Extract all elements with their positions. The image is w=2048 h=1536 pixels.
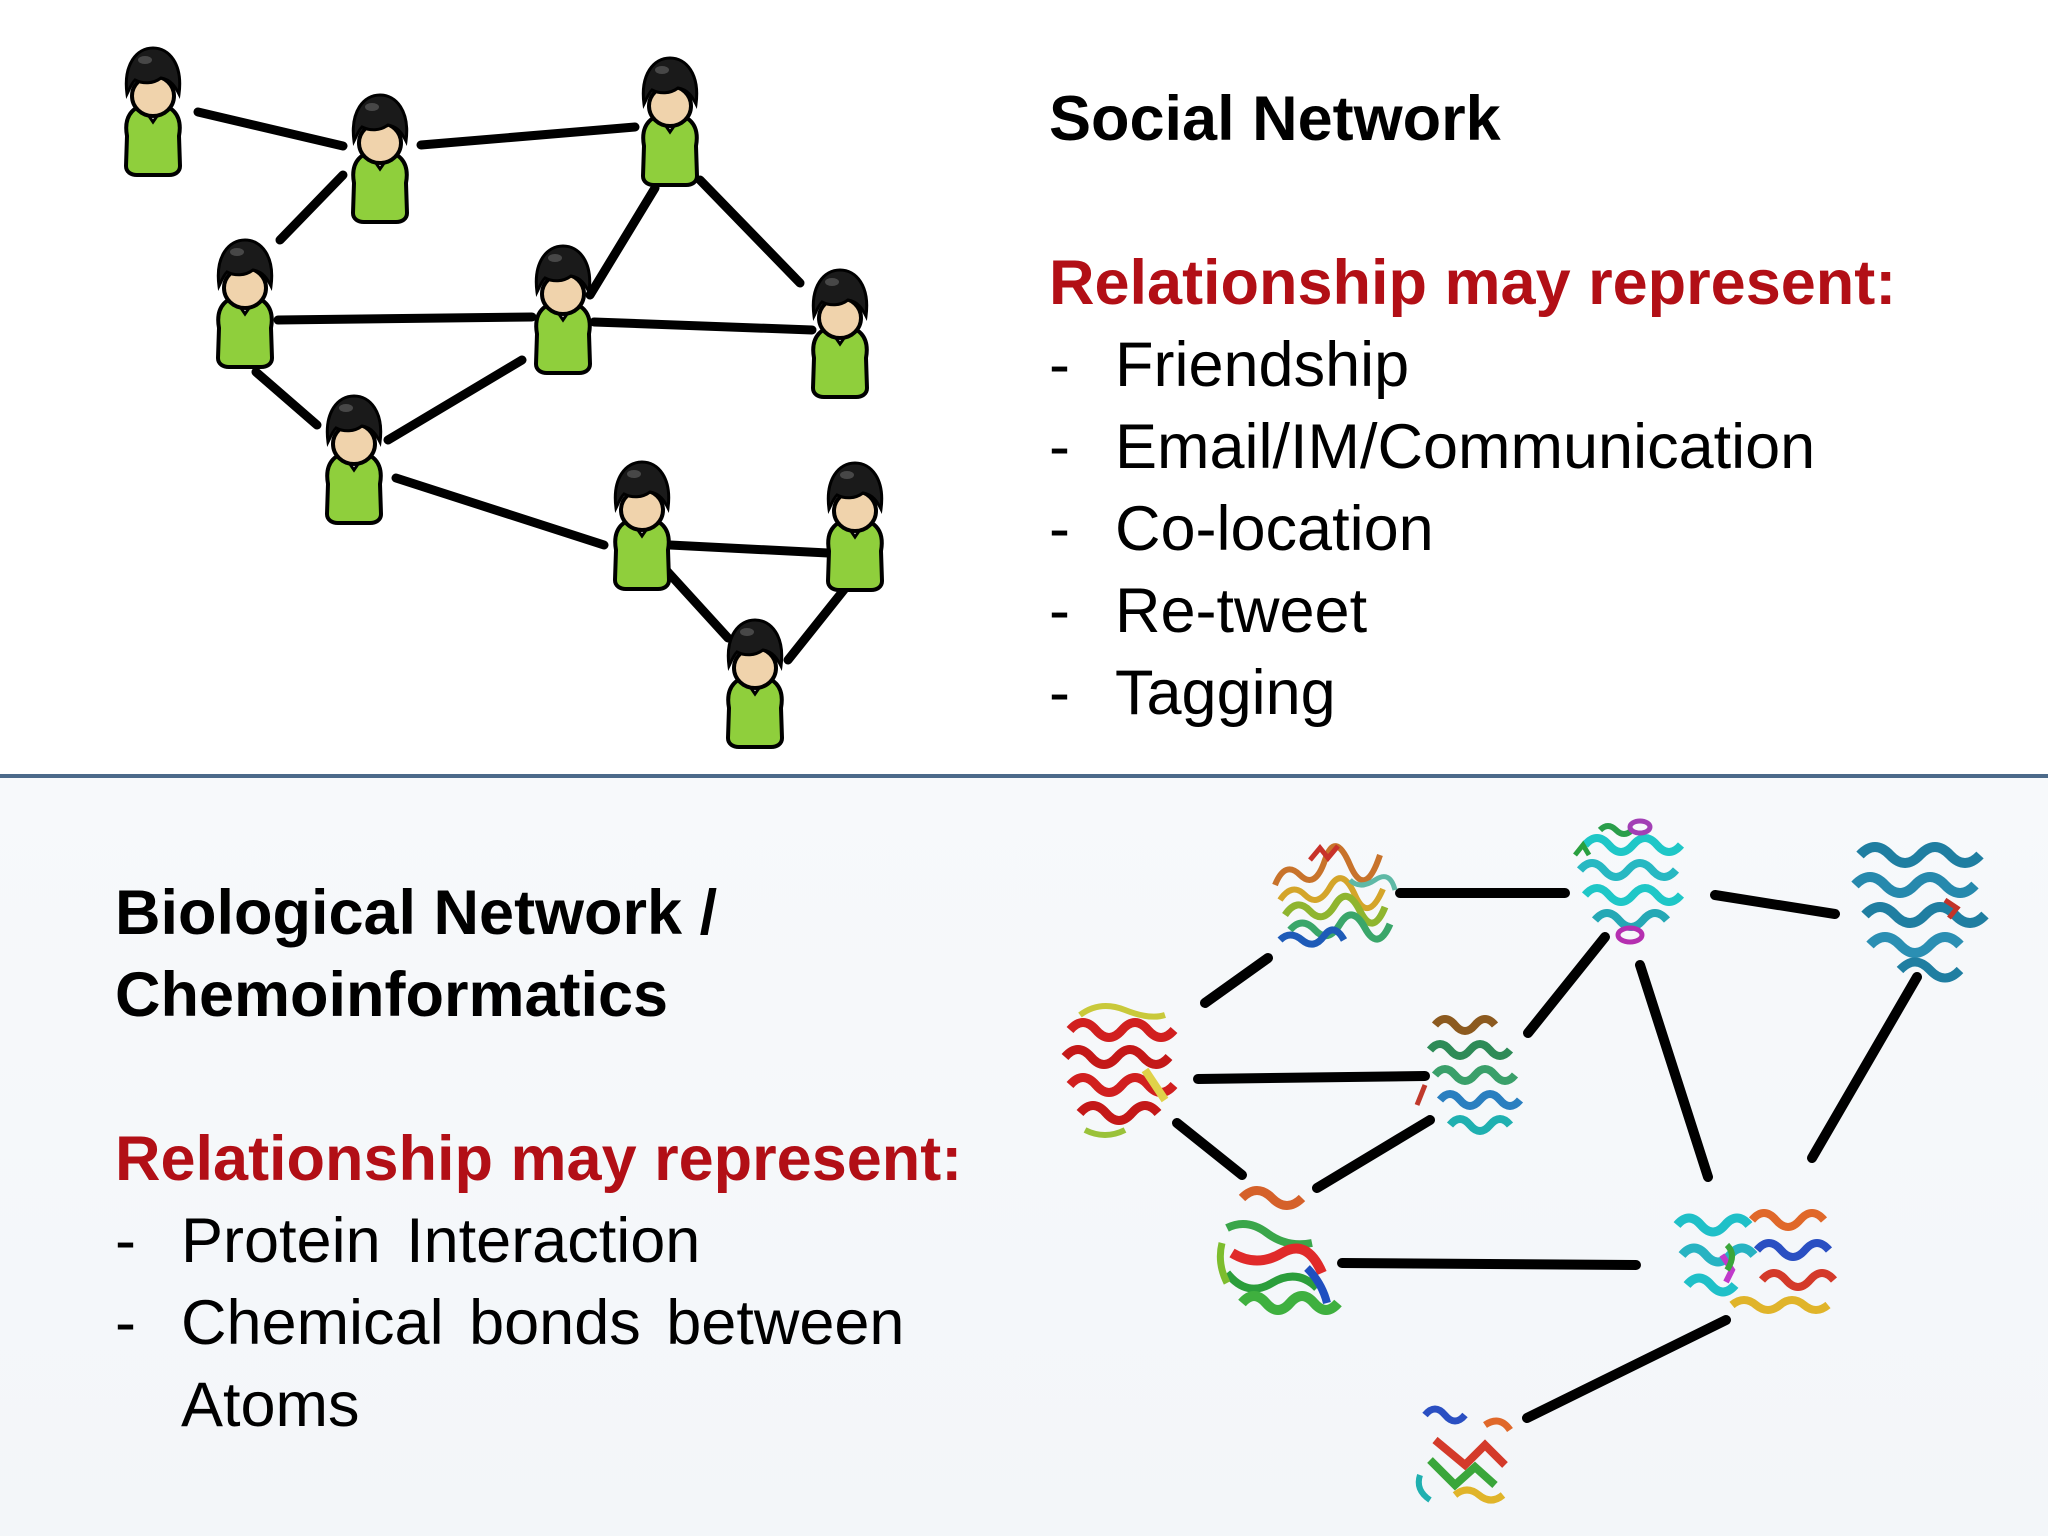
biological-network-text: Biological Network / Chemoinformatics Re… bbox=[115, 872, 962, 1446]
social-edges bbox=[193, 107, 852, 665]
list-item: -Chemical bonds between bbox=[115, 1282, 962, 1364]
social-relationship-list: -Friendship -Email/IM/Communication -Co-… bbox=[1049, 324, 1896, 734]
biological-heading-line-1: Biological Network / bbox=[115, 878, 718, 948]
bullet-dash: - bbox=[1049, 494, 1070, 564]
bullet-dash: - bbox=[1049, 576, 1070, 646]
protein-structure-icon bbox=[1272, 843, 1398, 948]
protein-structure-icon bbox=[1216, 1186, 1342, 1315]
protein-structure-icon bbox=[1851, 842, 1989, 983]
biological-network-heading: Biological Network / Chemoinformatics bbox=[115, 872, 962, 1036]
list-item: -Co-location bbox=[1049, 488, 1896, 570]
list-item-text: Co-location bbox=[1115, 494, 1434, 564]
biological-relationship-heading: Relationship may represent: bbox=[115, 1124, 963, 1194]
list-item: -Tagging bbox=[1049, 652, 1896, 734]
social-network-panel bbox=[0, 0, 2048, 775]
bullet-dash: - bbox=[1049, 412, 1070, 482]
protein-edges bbox=[1172, 888, 1922, 1423]
protein-structure-icon bbox=[1573, 818, 1685, 945]
bullet-dash: - bbox=[115, 1206, 136, 1276]
biological-relationship-list: -Protein Interaction -Chemical bonds bet… bbox=[115, 1200, 962, 1446]
social-network-graph bbox=[124, 46, 884, 749]
social-network-heading: Social Network bbox=[1049, 84, 1501, 154]
list-item: -Email/IM/Communication bbox=[1049, 406, 1896, 488]
list-item-text: Tagging bbox=[1115, 658, 1336, 728]
list-item: -Re-tweet bbox=[1049, 570, 1896, 652]
social-relationship-heading: Relationship may represent: bbox=[1049, 248, 1897, 318]
protein-structure-icon bbox=[1415, 1405, 1513, 1504]
list-item-text: Email/IM/Communication bbox=[1115, 412, 1816, 482]
section-divider bbox=[0, 774, 2048, 778]
bullet-dash: - bbox=[1049, 658, 1070, 728]
list-item-text: Protein Interaction bbox=[181, 1206, 701, 1276]
list-item-text: Chemical bonds between bbox=[181, 1288, 905, 1358]
protein-structure-icon bbox=[1061, 1003, 1178, 1138]
list-item-text: Re-tweet bbox=[1115, 576, 1368, 646]
list-item-continuation: Atoms bbox=[115, 1364, 962, 1446]
protein-nodes bbox=[1061, 818, 1989, 1504]
list-item: -Friendship bbox=[1049, 324, 1896, 406]
protein-structure-icon bbox=[1673, 1209, 1838, 1314]
protein-structure-icon bbox=[1414, 1015, 1524, 1135]
list-item-text: Atoms bbox=[181, 1370, 360, 1440]
social-network-text: Social Network Relationship may represen… bbox=[1049, 78, 1896, 734]
bullet-dash: - bbox=[115, 1288, 136, 1358]
list-item: -Protein Interaction bbox=[115, 1200, 962, 1282]
biological-heading-line-2: Chemoinformatics bbox=[115, 960, 669, 1030]
bullet-dash: - bbox=[1049, 330, 1070, 400]
list-item-text: Friendship bbox=[1115, 330, 1410, 400]
